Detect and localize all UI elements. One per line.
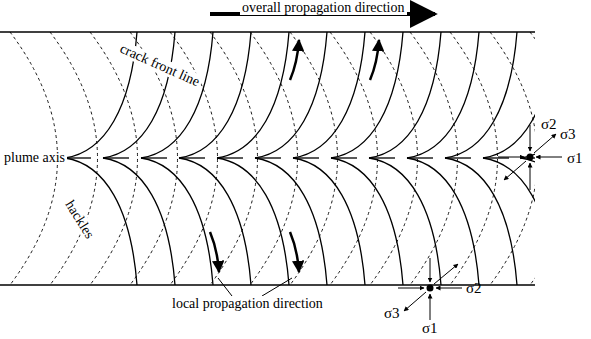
plume-axis-line	[293, 157, 319, 158]
crack-front-curve	[290, 32, 338, 285]
crack-front-curve	[210, 32, 258, 285]
hackle-curve	[179, 158, 251, 285]
hackle-curve	[407, 158, 479, 285]
direction-label: overall propagation direction	[240, 0, 407, 15]
crack-front-curve	[90, 32, 138, 285]
stress-arrow	[534, 134, 556, 153]
plume-curves	[10, 32, 535, 285]
direction-label: local propagation direction	[170, 296, 325, 311]
plume-axis-line	[103, 157, 129, 158]
stress-point	[527, 154, 534, 161]
hackle-curve	[521, 158, 535, 285]
local-arrow	[210, 232, 219, 272]
stress-point	[427, 285, 434, 292]
hackle-curve	[293, 158, 365, 285]
hackle-curve	[407, 32, 479, 158]
plume-axis-line	[331, 157, 357, 158]
stress-label: σ3	[382, 305, 402, 322]
stress-label: σ3	[558, 126, 578, 143]
plume-axis-line	[255, 157, 281, 158]
crack-front-curve	[250, 32, 298, 285]
local-arrow	[290, 40, 299, 80]
plume-axis-line	[217, 157, 243, 158]
hackle-curve	[369, 158, 441, 285]
local-arrow	[370, 40, 379, 80]
plume-axis-line	[141, 157, 167, 158]
hackle-curve	[141, 32, 213, 158]
hackle-curve	[293, 32, 365, 158]
stress-arrow	[530, 125, 531, 151]
stress-arrow	[434, 264, 458, 284]
stress-arrow	[430, 294, 431, 320]
axis-label: plume axis	[2, 150, 67, 165]
band-border	[0, 284, 535, 286]
hackle-curve	[483, 158, 535, 285]
hackle-curve	[179, 32, 251, 158]
plume-axis-line	[483, 157, 509, 158]
stress-arrow	[504, 161, 526, 180]
band-border	[0, 31, 535, 33]
local-arrow	[290, 232, 299, 272]
stress-label: σ1	[565, 150, 585, 167]
hackle-curve	[331, 32, 403, 158]
hackle-curve	[255, 32, 327, 158]
hackle-curve	[521, 32, 535, 158]
leader-line	[262, 278, 292, 296]
plume-axis-line	[407, 157, 433, 158]
stress-arrow	[398, 288, 424, 289]
plume-axis-line	[369, 157, 395, 158]
hackle-curve	[445, 32, 517, 158]
stress-label: σ1	[420, 320, 440, 337]
hackle-curve	[103, 158, 175, 285]
leader-line	[218, 278, 232, 296]
hackle-curve	[369, 32, 441, 158]
stress-arrow	[404, 292, 426, 311]
stress-arrow	[436, 288, 462, 289]
stress-label: σ2	[539, 116, 559, 133]
hackle-curve	[483, 32, 535, 158]
stress-arrow	[498, 157, 524, 158]
stress-label: σ2	[464, 280, 484, 297]
plume-axis-line	[65, 157, 91, 158]
hackle-curve	[217, 32, 289, 158]
stress-arrow	[430, 258, 431, 282]
stress-arrow	[536, 157, 562, 158]
hackle-curve	[331, 158, 403, 285]
hackle-curve	[141, 158, 213, 285]
plume-axis-line	[179, 157, 205, 158]
hackle-curve	[255, 158, 327, 285]
hackle-curve	[217, 158, 289, 285]
stress-arrow	[530, 163, 531, 190]
plume-axis-line	[445, 157, 471, 158]
